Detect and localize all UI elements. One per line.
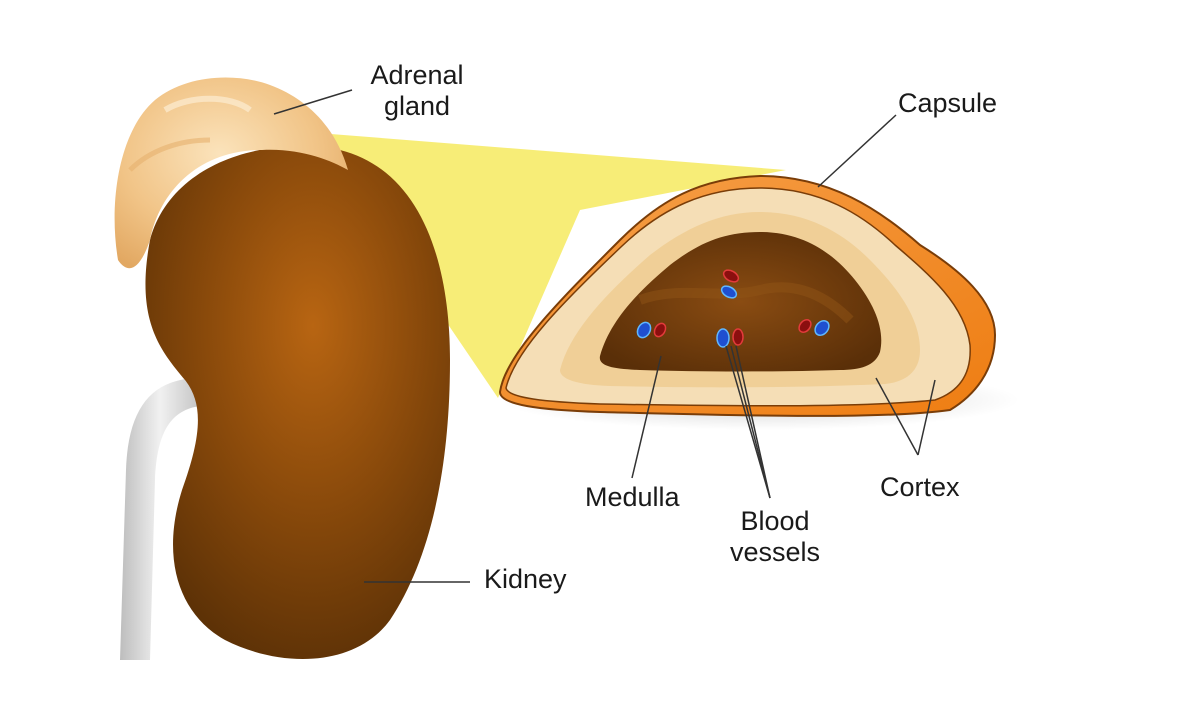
label-adrenal-gland: Adrenal gland bbox=[362, 60, 472, 122]
blood-vessels bbox=[636, 269, 830, 348]
label-cortex: Cortex bbox=[880, 472, 960, 502]
label-adrenal-line1: Adrenal bbox=[370, 60, 464, 90]
adrenal-gland bbox=[114, 77, 348, 269]
medulla bbox=[599, 232, 882, 372]
ureter bbox=[120, 378, 200, 660]
label-blood-line1: Blood bbox=[740, 506, 810, 536]
label-blood-line2: vessels bbox=[729, 537, 821, 567]
label-adrenal-line2: gland bbox=[383, 91, 451, 121]
label-kidney: Kidney bbox=[484, 564, 567, 594]
kidney bbox=[145, 146, 450, 659]
label-blood-vessels: Blood vessels bbox=[715, 506, 835, 568]
label-medulla: Medulla bbox=[585, 482, 680, 512]
magnification-projection bbox=[318, 133, 786, 398]
leader-lines bbox=[273, 89, 936, 583]
label-capsule: Capsule bbox=[898, 88, 998, 118]
